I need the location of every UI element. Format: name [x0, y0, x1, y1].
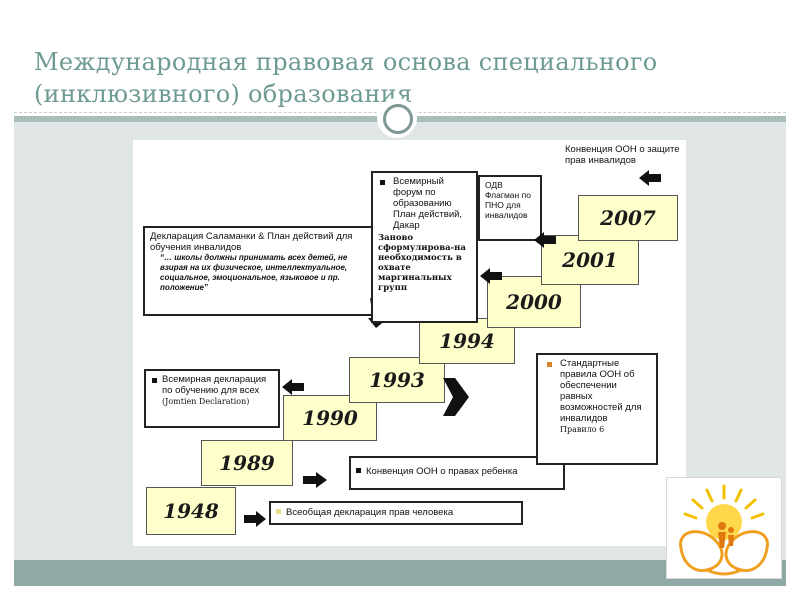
bullet-icon [152, 378, 157, 383]
dakar-note: Заново сформулирова-на необходимость в о… [378, 233, 466, 293]
standard-rules-label: Стандартные правила ООН об обеспечении р… [560, 358, 642, 424]
convention-label: Конвенция ООН о защите прав инвалидов [565, 144, 683, 166]
odv-label: ОДВ Флагман по ПНО для инвалидов [485, 180, 531, 220]
box-salamanca: Декларация Саламанки & План действий для… [143, 226, 373, 316]
crc-label: Конвенция ООН о правах ребенка [366, 466, 518, 477]
box-udhr: Всеобщая декларация прав человека [269, 501, 523, 525]
box-odv: ОДВ Флагман по ПНО для инвалидов [478, 175, 542, 241]
box-standard-rules: Стандартные правила ООН об обеспечении р… [536, 353, 658, 465]
box-dakar: Всемирный форум по образованию План дейс… [371, 171, 478, 323]
arrow-left-icon [282, 379, 304, 395]
bullet-icon [356, 468, 361, 473]
sun-heart-logo-icon [666, 477, 782, 579]
jomtien-note: (Jomtien Declaration) [162, 397, 250, 406]
dakar-label: Всемирный форум по образованию План дейс… [393, 176, 463, 231]
slide-title: Международная правовая основа специально… [34, 48, 658, 108]
box-jomtien: Всемирная декларация по обучению для все… [144, 369, 280, 428]
arrow-right-icon [244, 511, 266, 527]
jomtien-label: Всемирная декларация по обучению для все… [162, 374, 267, 396]
arrow-right-icon [303, 472, 327, 488]
salamanca-label: Декларация Саламанки & План действий для… [150, 231, 353, 253]
year-2001: 2001 [541, 235, 639, 285]
bullet-icon [547, 362, 552, 367]
arrow-left-icon [534, 232, 556, 248]
arrow-down-right-icon [443, 378, 469, 416]
bottom-band [14, 560, 786, 586]
arrow-left-icon [480, 268, 502, 284]
standard-rules-note: Правило 6 [560, 425, 605, 434]
year-1948: 1948 [146, 487, 236, 535]
timeline-figure: 1948 1989 1990 1993 1994 2000 2001 2007 … [133, 140, 686, 546]
year-2007: 2007 [578, 195, 678, 241]
arrow-left-icon [639, 170, 661, 186]
ring-ornament-icon [377, 98, 417, 138]
salamanca-quote: “… школы должны принимать всех детей, не… [160, 253, 348, 292]
udhr-label: Всеобщая декларация прав человека [286, 507, 454, 518]
convention-text: Конвенция ООН о защите прав инвалидов [565, 144, 680, 166]
bullet-icon [380, 180, 385, 185]
box-crc: Конвенция ООН о правах ребенка [349, 456, 565, 490]
bullet-icon [276, 509, 281, 514]
year-1989: 1989 [201, 440, 293, 486]
